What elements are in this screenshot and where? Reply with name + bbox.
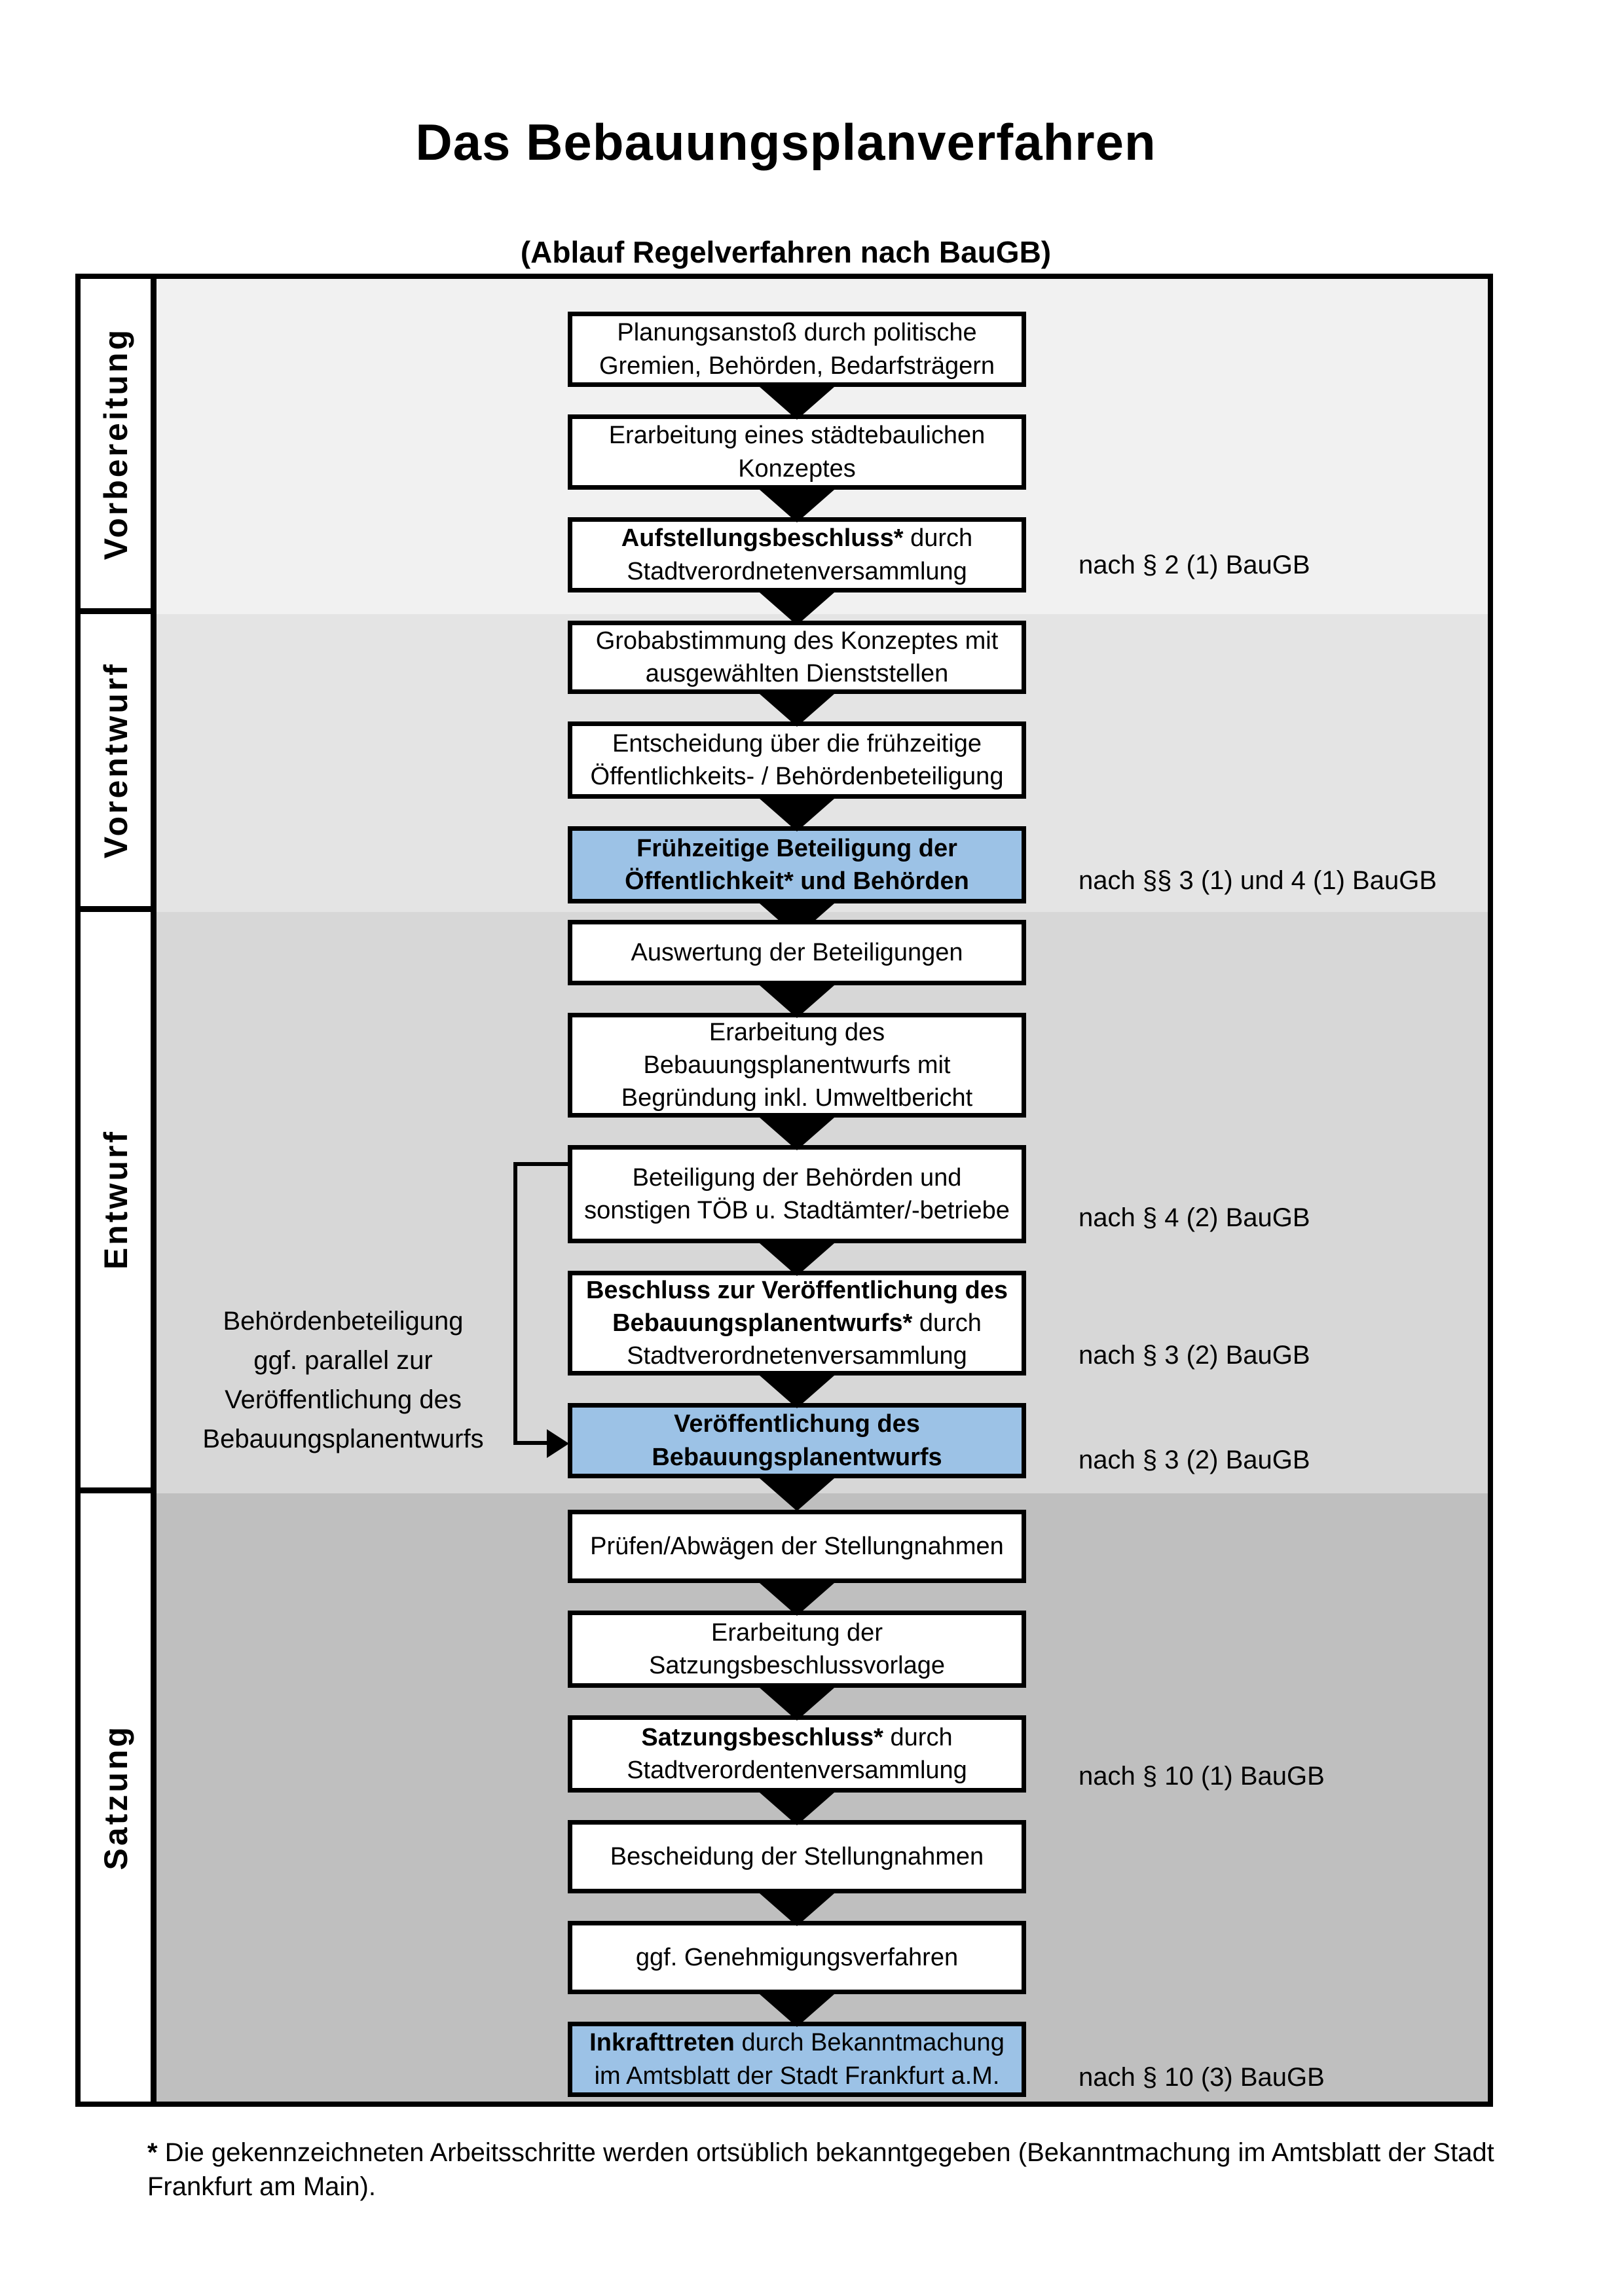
- arrow-down-icon: [568, 490, 1026, 522]
- flow-box-aufstellungsbeschluss: Aufstellungsbeschluss* durch Stadtverord…: [568, 517, 1026, 592]
- arrow-down-icon: [568, 1376, 1026, 1408]
- arrow-down-icon: [568, 985, 1026, 1018]
- flow-box-bescheidung-stellungnahmen: Bescheidung der Stellungnahmen: [568, 1820, 1026, 1893]
- legal-ref-3-1-4-1: nach §§ 3 (1) und 4 (1) BauGB: [1079, 866, 1437, 895]
- phase-section-vorentwurf: Grobabstimmung des Konzeptes mit ausgewä…: [157, 614, 1488, 936]
- flow-box-auswertung-beteiligungen: Auswertung der Beteiligungen: [568, 920, 1026, 985]
- legal-ref-10-3: nach § 10 (3) BauGB: [1079, 2063, 1325, 2092]
- arrow-right-icon: [547, 1429, 569, 1458]
- arrow-down-icon: [568, 1994, 1026, 2027]
- flow-content-column: Planungsanstoß durch politische Gremien,…: [157, 279, 1488, 2102]
- flow-box-entscheidung-fruehzeitige-beteiligung: Entscheidung über die frühzeitige Öffent…: [568, 721, 1026, 799]
- flow-box-genehmigungsverfahren: ggf. Genehmigungsverfahren: [568, 1921, 1026, 1994]
- phase-label-entwurf: Entwurf: [81, 912, 151, 1493]
- parallel-side-note: Behördenbeteiligung ggf. parallel zur Ve…: [202, 1307, 484, 1453]
- flow-box-inkrafttreten: Inkrafttreten durch Bekanntmachung im Am…: [568, 2022, 1026, 2097]
- arrow-down-icon: [568, 799, 1026, 831]
- flow-box-staedtebauliches-konzept: Erarbeitung eines städtebaulichen Konzep…: [568, 414, 1026, 490]
- legal-ref-3-2-b: nach § 3 (2) BauGB: [1079, 1446, 1310, 1474]
- footnote: * Die gekennzeichneten Arbeitsschritte w…: [147, 2136, 1545, 2204]
- phase-label-satzung: Satzung: [81, 1493, 151, 2102]
- flow-box-erarbeitung-bebauungsplanentwurf: Erarbeitung des Bebauungsplanentwurfs mi…: [568, 1013, 1026, 1118]
- flow-box-grobabstimmung: Grobabstimmung des Konzeptes mit ausgewä…: [568, 621, 1026, 694]
- footnote-text: Die gekennzeichneten Arbeitsschritte wer…: [147, 2138, 1494, 2201]
- arrow-down-icon: [568, 1583, 1026, 1616]
- flow-box-planungsanstoss: Planungsanstoß durch politische Gremien,…: [568, 312, 1026, 387]
- arrow-down-icon: [568, 1478, 1026, 1511]
- page-title: Das Bebauungsplanverfahren: [415, 113, 1156, 171]
- footnote-asterisk: *: [147, 2138, 158, 2167]
- phase-section-entwurf: Behördenbeteiligung ggf. parallel zur Ve…: [157, 912, 1488, 1511]
- arrow-down-icon: [568, 592, 1026, 625]
- flow-box-beschluss-veroeffentlichung: Beschluss zur Veröffentlichung des Bebau…: [568, 1271, 1026, 1376]
- parallel-connector-line: [513, 1162, 568, 1166]
- parallel-connector-line: [513, 1441, 549, 1445]
- legal-ref-3-2-a: nach § 3 (2) BauGB: [1079, 1341, 1310, 1370]
- arrow-down-icon: [568, 694, 1026, 727]
- arrow-down-icon: [568, 1688, 1026, 1721]
- phase-label-vorbereitung: Vorbereitung: [81, 279, 151, 614]
- flow-box-satzungsbeschluss: Satzungsbeschluss* durch Stadtverordente…: [568, 1715, 1026, 1793]
- arrow-down-icon: [568, 387, 1026, 420]
- arrow-down-icon: [568, 1893, 1026, 1926]
- procedure-frame: Vorbereitung Vorentwurf Entwurf Satzung …: [75, 274, 1493, 2107]
- flow-box-fruehzeitige-beteiligung: Frühzeitige Beteiligung der Öffentlichke…: [568, 826, 1026, 903]
- arrow-down-icon: [568, 1118, 1026, 1150]
- legal-ref-10-1: nach § 10 (1) BauGB: [1079, 1762, 1325, 1791]
- phase-section-vorbereitung: Planungsanstoß durch politische Gremien,…: [157, 279, 1488, 625]
- phase-label-vorentwurf: Vorentwurf: [81, 614, 151, 912]
- arrow-down-icon: [568, 1793, 1026, 1825]
- flow-box-pruefen-abwaegen: Prüfen/Abwägen der Stellungnahmen: [568, 1510, 1026, 1583]
- flow-box-veroeffentlichung-entwurf: Veröffentlichung des Bebauungsplanentwur…: [568, 1403, 1026, 1478]
- flow-box-beteiligung-behoerden-toeb: Beteiligung der Behörden und sonstigen T…: [568, 1145, 1026, 1243]
- legal-ref-4-2: nach § 4 (2) BauGB: [1079, 1203, 1310, 1232]
- page-subtitle: (Ablauf Regelverfahren nach BauGB): [520, 235, 1052, 269]
- arrow-down-icon: [568, 1243, 1026, 1276]
- flow-box-erarbeitung-satzungsbeschlussvorlage: Erarbeitung der Satzungsbeschlussvorlage: [568, 1611, 1026, 1688]
- parallel-connector-line: [513, 1162, 517, 1445]
- legal-ref-2-1: nach § 2 (1) BauGB: [1079, 551, 1310, 579]
- phase-section-satzung: Prüfen/Abwägen der Stellungnahmen Erarbe…: [157, 1493, 1488, 2102]
- phase-label-column: Vorbereitung Vorentwurf Entwurf Satzung: [81, 279, 157, 2102]
